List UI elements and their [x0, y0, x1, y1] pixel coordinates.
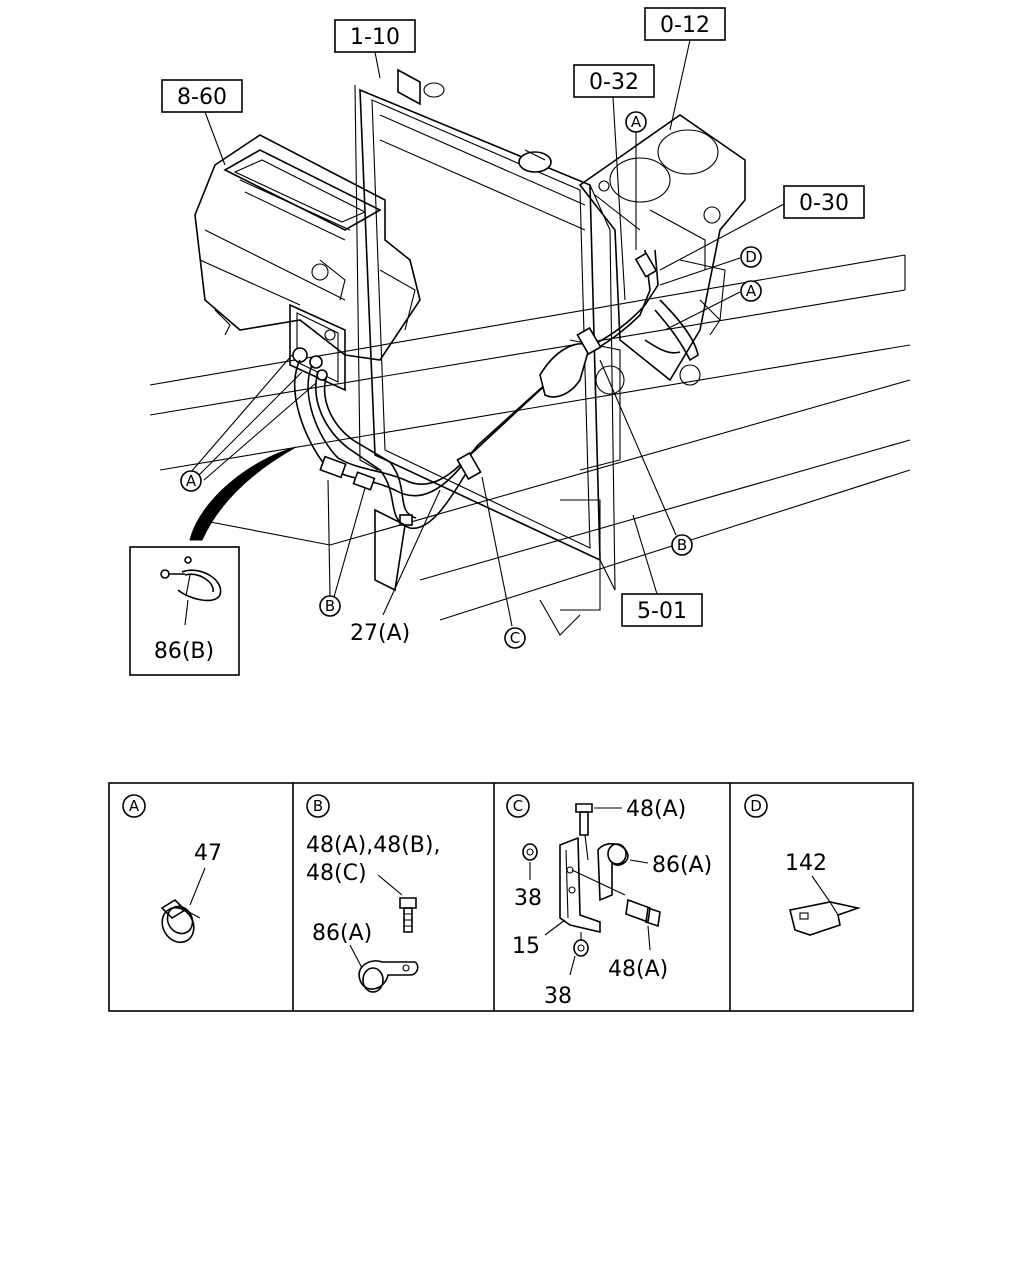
engine-block	[578, 114, 746, 386]
chassis-frame	[149, 254, 911, 636]
part-label-48a-bottom[interactable]: 48(A)	[608, 957, 668, 982]
callout-a-top: A	[625, 111, 647, 133]
detail-arrow	[189, 446, 297, 541]
ref-box-5-01[interactable]: 5-01	[621, 593, 703, 627]
svg-text:C: C	[510, 629, 520, 647]
detail-d: D 142	[744, 794, 861, 936]
svg-text:A: A	[186, 472, 197, 490]
svg-text:A: A	[631, 113, 642, 131]
svg-text:8-60: 8-60	[177, 85, 227, 110]
svg-text:D: D	[745, 248, 757, 266]
svg-text:B: B	[677, 536, 687, 554]
bolt-top-icon	[575, 803, 593, 836]
nut-bottom-icon	[573, 939, 589, 957]
callout-d: D	[740, 246, 762, 268]
detail-a: A 47	[122, 794, 222, 944]
part-label-86a-c[interactable]: 86(A)	[652, 853, 712, 878]
part-label-48abc[interactable]: 48(A),48(B),	[306, 833, 440, 858]
svg-text:B: B	[313, 797, 323, 815]
ref-box-0-32[interactable]: 0-32	[573, 64, 655, 98]
part-label-38-top[interactable]: 38	[514, 886, 542, 911]
heater-unit	[194, 134, 421, 392]
clip-86a-icon	[358, 960, 419, 993]
svg-text:D: D	[750, 797, 762, 815]
heater-hose-assembly	[294, 249, 699, 592]
svg-text:A: A	[129, 797, 140, 815]
part-label-47[interactable]: 47	[194, 841, 222, 866]
detail-c: C 48(A) 38 15 86(A)	[506, 794, 712, 1009]
ref-box-1-10[interactable]: 1-10	[334, 19, 416, 53]
ref-box-8-60[interactable]: 8-60	[161, 79, 243, 113]
callout-b-right: B	[671, 534, 693, 556]
leader-lines	[185, 39, 785, 627]
clip-86a-c-icon	[597, 842, 629, 902]
part-label-86b[interactable]: 86(B)	[154, 639, 214, 664]
part-label-38-bottom[interactable]: 38	[544, 984, 572, 1009]
svg-text:1-10: 1-10	[350, 25, 400, 50]
svg-text:C: C	[513, 797, 523, 815]
ref-box-0-12[interactable]: 0-12	[644, 7, 726, 41]
bolt-side-icon	[625, 898, 661, 928]
svg-text:0-12: 0-12	[660, 13, 710, 38]
part-label-48c[interactable]: 48(C)	[306, 861, 367, 886]
bracket-142-icon	[789, 901, 861, 936]
part-label-15[interactable]: 15	[512, 934, 540, 959]
hose-clamp-icon	[160, 898, 201, 944]
part-label-27a[interactable]: 27(A)	[350, 621, 410, 646]
detail-b: B 48(A),48(B), 48(C) 86(A)	[306, 794, 440, 993]
bracket-15-icon	[559, 836, 601, 934]
callout-a-left: A	[180, 470, 202, 492]
nut-top-icon	[522, 843, 538, 861]
svg-text:B: B	[325, 597, 335, 615]
callout-b-left: B	[319, 595, 341, 617]
svg-text:5-01: 5-01	[637, 599, 687, 624]
callout-c: C	[504, 627, 526, 649]
part-label-86a-b[interactable]: 86(A)	[312, 921, 372, 946]
inset-86b: 86(B)	[129, 546, 240, 676]
part-label-142[interactable]: 142	[785, 851, 827, 876]
svg-text:A: A	[746, 282, 757, 300]
part-label-48a-top[interactable]: 48(A)	[626, 797, 686, 822]
ref-box-0-30[interactable]: 0-30	[783, 185, 865, 219]
svg-text:0-32: 0-32	[589, 70, 639, 95]
svg-text:0-30: 0-30	[799, 191, 849, 216]
callout-a-right: A	[740, 280, 762, 302]
bolt-icon	[399, 897, 417, 933]
detail-table	[108, 782, 914, 1012]
